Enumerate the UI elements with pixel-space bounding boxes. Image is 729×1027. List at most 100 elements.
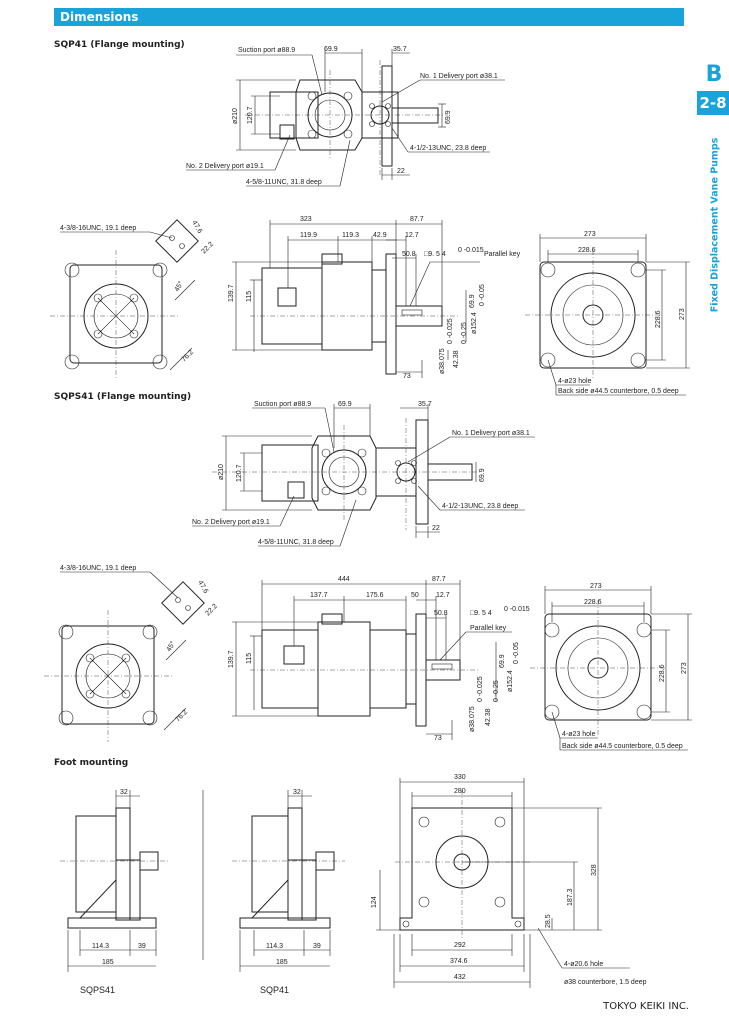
sqps41-flange-view: 273 228.6 228.6 273 4-ø23 hole Back side… [530,583,692,751]
sqps41-side-115: 115 [246,653,253,664]
sqp41-front-view: Suction port ø88.9 69.9 35.7 No. 1 Deliv… [186,46,505,187]
foot-b-1143: 114.3 [266,943,283,950]
sqp41-side-429: 42.9 [373,232,387,239]
sqp41-side-1524t: 0 -0.05 [479,284,486,306]
sqps41-side-key: Parallel key [470,625,507,632]
sqp41-delivery1-label: No. 1 Delivery port ø38.1 [420,73,498,80]
sqps41-front-view: Suction port ø88.9 69.9 35.7 No. 1 Deliv… [192,401,535,547]
sqps41-side-508: 50.8 [434,610,448,617]
sqp41-shaft [391,107,439,124]
foot-plate-1873: 187.3 [567,888,574,906]
sqp41-side-323: 323 [300,216,312,223]
sqp41-side-38t: 0 -0.025 [447,318,454,344]
sqp41-side-keysym: □9. 5 4 [424,251,446,258]
sqp41-end-view: 4-3/8-16UNC, 19.1 deep 47.6 22.2 45° 76.… [50,219,215,380]
sqps41-side-73: 73 [434,735,442,742]
sqps41-end-222: 22.2 [204,603,219,618]
sqps41-side-keysym: □9. 5 4 [470,610,492,617]
foot-sqps41-view: 32 114.3 39 185 [60,789,170,972]
sqps41-delivery1-label: No. 1 Delivery port ø38.1 [452,430,530,437]
sqp41-flange-counter: Back side ø44.5 counterbore, 0.5 deep [558,388,679,395]
sqp41-side-1397: 139.7 [228,284,235,302]
heading-sqp41: SQP41 (Flange mounting) [54,40,185,50]
sqp41-side-115: 115 [246,291,253,302]
sqp41-flange-hole: 4-ø23 hole [558,378,592,385]
sqp41-side-1193: 119.3 [342,232,359,239]
heading-sqps41: SQPS41 (Flange mounting) [54,392,192,402]
sqps41-side-1524t: 0 -0.05 [513,642,520,664]
foot-b-39: 39 [313,943,321,950]
sqps41-side-127: 12.7 [436,592,450,599]
sqp41-flange-273: 273 [584,231,596,238]
sqp41-flange-2286v: 228.6 [655,310,662,328]
sqps41-flange-273v: 273 [681,662,688,674]
sqp41-side-4238: 42.38 [453,350,460,368]
sqp41-flange-view: 273 228.6 228.6 273 4-ø23 hole Back side… [525,231,690,396]
sqp41-side-1199: 119.9 [300,232,317,239]
sqp41-unc1-label: 4-1/2-13UNC, 23.8 deep [410,145,486,152]
foot-plate-285: 28.5 [545,914,552,928]
sqp41-side-view: 323 87.7 119.9 119.3 42.9 12.7 50.8 □9. … [228,216,521,380]
sqp41-side-1524: ø152.4 [471,312,478,334]
sqps41-side-38: ø38.075 [469,706,476,732]
sqp41-unc2-label: 4-5/8-11UNC, 31.8 deep [246,179,322,186]
sqps41-dim-22: 22 [432,525,440,532]
section-banner: Dimensions [54,8,684,26]
foot-plate-3746: 374.6 [450,958,468,965]
foot-plate-124: 124 [371,896,378,908]
foot-a-39: 39 [138,943,146,950]
sqp41-side-key: Parallel key [484,251,521,258]
foot-a-1143: 114.3 [92,943,109,950]
sqps41-side-1524: ø152.4 [507,670,514,692]
sqp41-dim-120: 120.7 [247,106,254,124]
sqp41-flange-273v: 273 [679,308,686,320]
sqp41-side-4238t: 0 -0.25 [461,322,468,344]
sqps41-delivery2-label: No. 2 Delivery port ø19.1 [192,519,270,526]
sqps41-side-4238: 42.38 [485,708,492,726]
sqps41-flange-hole: 4-ø23 hole [562,731,596,738]
foot-plate-292: 292 [454,942,466,949]
foot-a-32: 32 [120,789,128,796]
sqps41-side-38t: 0 -0.025 [477,676,484,702]
foot-plate-hole: 4-ø20.6 hole [564,961,603,968]
sqps41-unc1-label: 4-1/2-13UNC, 23.8 deep [442,503,518,510]
sqps41-end-476: 47.6 [196,580,209,595]
sqp41-side-699: 69.9 [469,294,476,308]
sqps41-dim-69: 69.9 [338,401,352,408]
sqps41-side-keytol: 0 -0.015 [504,606,530,613]
sqps41-side-877: 87.7 [432,576,446,583]
footer-company: TOKYO KEIKI INC. [603,1001,689,1012]
sqp41-dim-69: 69.9 [324,46,338,53]
sqp41-side-877: 87.7 [410,216,424,223]
sqps41-flange-counter: Back side ø44.5 counterbore, 0.5 deep [562,743,683,750]
sqps41-side-1377: 137.7 [310,592,328,599]
sqp41-side-keytol: 0 -0.015 [458,247,484,254]
sqps41-flange-2286: 228.6 [584,599,602,606]
sqps41-side-4238t: 0 -0.25 [493,680,500,702]
chapter-number: 2-8 [697,91,729,115]
foot-plate-counter: ø38 counterbore, 1.5 deep [564,979,647,986]
sqps41-end-unc: 4-3/8-16UNC, 19.1 deep [60,565,136,572]
sqp41-end-762: 76.2 [180,349,195,364]
sqps41-dim-35: 35.7 [418,401,432,408]
sqps41-suction-label: Suction port ø88.9 [254,401,311,408]
sqp41-side-508: 50.8 [402,251,416,258]
sqp41-end-222: 22.2 [200,241,215,256]
chapter-letter: B [705,62,723,87]
sqp41-side-73: 73 [403,373,411,380]
sqps41-flange-273: 273 [590,583,602,590]
sqp41-dim-22: 22 [397,168,405,175]
foot-caption-sqp41: SQP41 [260,985,290,995]
sqp41-side-38: ø38.075 [439,348,446,374]
sqps41-dim-69v: 69.9 [479,468,486,482]
sqps41-end-762: 76.2 [174,709,189,724]
sqps41-end-view: 4-3/8-16UNC, 19.1 deep 47.6 22.2 45° 76.… [44,565,219,742]
sqps41-unc2-label: 4-5/8-11UNC, 31.8 deep [258,539,334,546]
foot-plate-330: 330 [454,774,466,781]
sqp41-dim-35: 35.7 [393,46,407,53]
foot-plate-280: 280 [454,788,466,795]
foot-b-32: 32 [293,789,301,796]
sqp41-flange-2286: 228.6 [578,247,596,254]
sqps41-side-699: 69.9 [499,654,506,668]
